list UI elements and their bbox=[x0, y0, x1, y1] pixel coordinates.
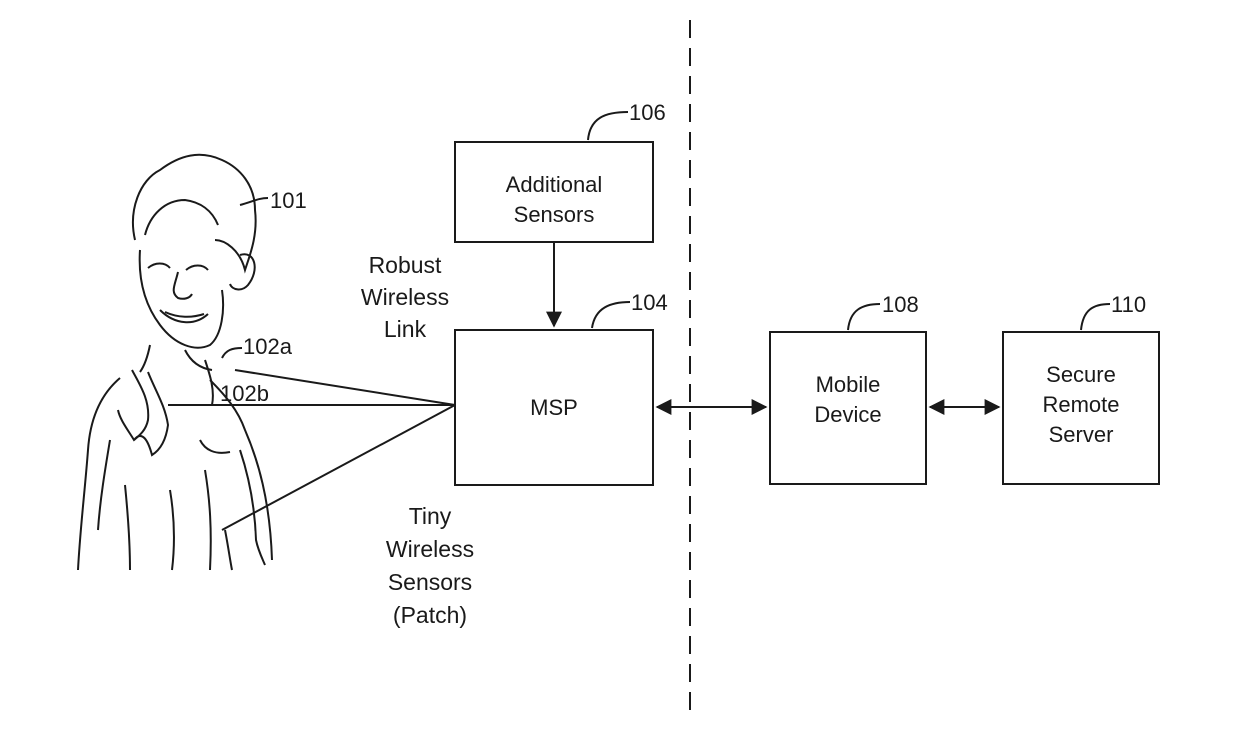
box-msp: MSP bbox=[455, 330, 653, 485]
secure-server-line-2: Remote bbox=[1042, 392, 1119, 417]
secure-server-line-1: Secure bbox=[1046, 362, 1116, 387]
tiny-line-4: (Patch) bbox=[393, 602, 467, 628]
ref-102a: 102a bbox=[243, 334, 293, 359]
leader-102a bbox=[222, 348, 242, 358]
robust-line-3: Link bbox=[384, 316, 427, 342]
ref-104: 104 bbox=[631, 290, 668, 315]
leader-104 bbox=[592, 302, 630, 328]
box-additional-sensors: Additional Sensors bbox=[455, 142, 653, 242]
tiny-line-1: Tiny bbox=[409, 503, 452, 529]
secure-server-line-3: Server bbox=[1049, 422, 1114, 447]
ref-108: 108 bbox=[882, 292, 919, 317]
person-illustration bbox=[78, 155, 272, 570]
robust-line-1: Robust bbox=[369, 252, 442, 278]
mobile-device-line-2: Device bbox=[814, 402, 881, 427]
ref-110: 110 bbox=[1111, 292, 1146, 317]
additional-sensors-line-2: Sensors bbox=[514, 202, 595, 227]
tiny-line-2: Wireless bbox=[386, 536, 474, 562]
additional-sensors-line-1: Additional bbox=[506, 172, 603, 197]
leader-108 bbox=[848, 304, 880, 330]
reference-leaders bbox=[222, 112, 1110, 358]
ref-106: 106 bbox=[629, 100, 666, 125]
leader-110 bbox=[1081, 304, 1110, 330]
leader-106 bbox=[588, 112, 628, 140]
label-tiny-wireless-sensors: Tiny Wireless Sensors (Patch) bbox=[386, 503, 474, 628]
robust-line-2: Wireless bbox=[361, 284, 449, 310]
msp-label: MSP bbox=[530, 395, 578, 420]
label-robust-wireless-link: Robust Wireless Link bbox=[361, 252, 449, 342]
box-mobile-device: Mobile Device bbox=[770, 332, 926, 484]
ref-102b: 102b bbox=[220, 381, 269, 406]
mobile-device-line-1: Mobile bbox=[816, 372, 881, 397]
tiny-line-3: Sensors bbox=[388, 569, 472, 595]
ref-101: 101 bbox=[270, 188, 307, 213]
box-secure-remote-server: Secure Remote Server bbox=[1003, 332, 1159, 484]
